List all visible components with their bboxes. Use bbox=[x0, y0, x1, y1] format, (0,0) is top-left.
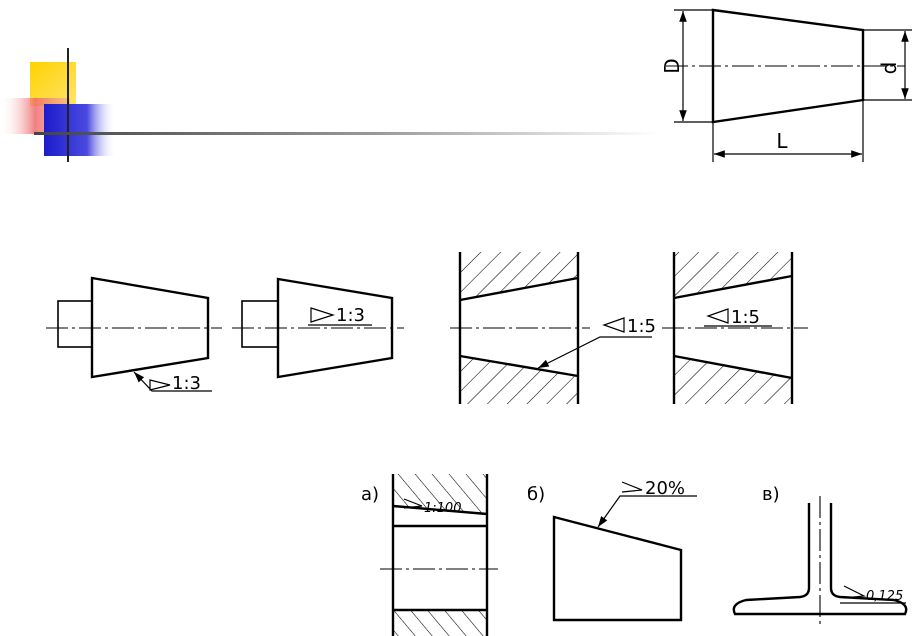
taper-example-4: 1:5 bbox=[662, 252, 808, 404]
taper-symbol-icon bbox=[602, 317, 625, 333]
taper-symbol-icon bbox=[706, 308, 729, 324]
slope-value-b: 20% bbox=[645, 478, 685, 499]
slope-value-a: 1:100 bbox=[424, 501, 461, 516]
slope-example-b: б) 20% bbox=[527, 478, 697, 622]
taper-value-1: 1:3 bbox=[172, 373, 201, 394]
taper-symbol-icon bbox=[149, 379, 171, 391]
caption-b: б) bbox=[527, 484, 545, 505]
taper-example-2: 1:3 bbox=[232, 277, 404, 379]
slope-example-a: a) 1:100 bbox=[361, 474, 498, 636]
slope-value-c: 0,125 bbox=[866, 589, 903, 604]
label-big-diameter: D bbox=[660, 58, 684, 73]
taper-value-3: 1:5 bbox=[627, 316, 656, 337]
caption-c: в) bbox=[762, 484, 780, 505]
label-small-diameter: d bbox=[877, 62, 901, 75]
slope-example-c: в) 0,125 bbox=[732, 484, 908, 628]
slope-symbol-icon bbox=[403, 498, 423, 509]
cone-dimension-drawing: D d L bbox=[660, 8, 912, 162]
slide-logo-decoration bbox=[0, 48, 658, 162]
taper-example-1: 1:3 bbox=[46, 276, 222, 394]
label-length: L bbox=[776, 129, 788, 153]
taper-symbol-icon bbox=[310, 307, 335, 323]
taper-example-3: 1:5 bbox=[450, 252, 656, 404]
slope-symbol-icon bbox=[843, 585, 867, 599]
taper-value-2: 1:3 bbox=[336, 305, 365, 326]
slope-symbol-icon bbox=[621, 481, 643, 493]
taper-value-4: 1:5 bbox=[731, 307, 760, 328]
caption-a: a) bbox=[361, 484, 379, 505]
